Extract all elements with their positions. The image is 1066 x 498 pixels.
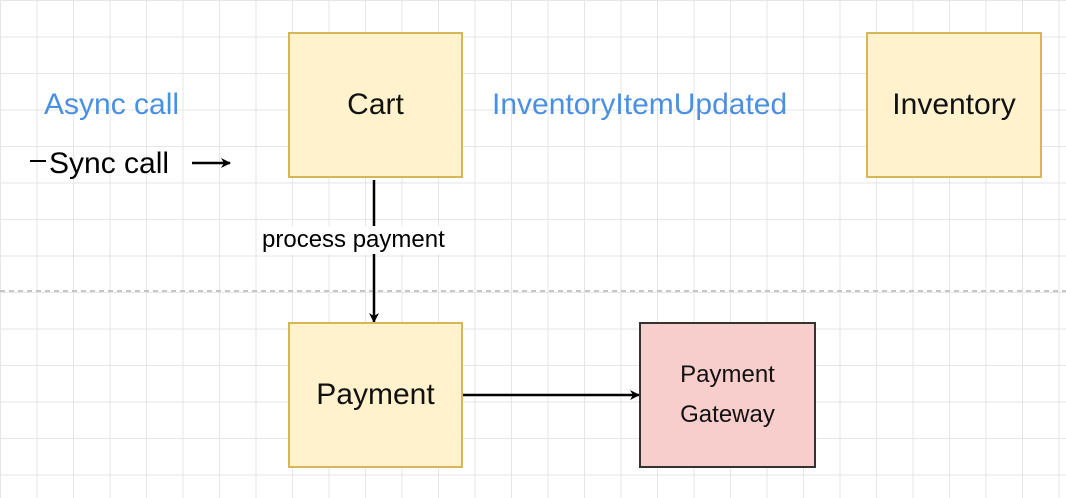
payment-gateway-node[interactable]: Payment Gateway [639,322,816,468]
payment-gateway-line1: Payment [680,361,775,388]
payment-node[interactable]: Payment [288,322,463,468]
legend-async-call: Async call [44,88,180,121]
inventory-node[interactable]: Inventory [866,32,1042,178]
cart-node[interactable]: Cart [288,32,463,178]
payment-gateway-line2: Gateway [680,401,775,428]
inventory-item-updated-event: InventoryItemUpdated [492,88,788,121]
legend-sync-call: Sync call [49,147,170,180]
process-payment-label: process payment [262,226,445,254]
